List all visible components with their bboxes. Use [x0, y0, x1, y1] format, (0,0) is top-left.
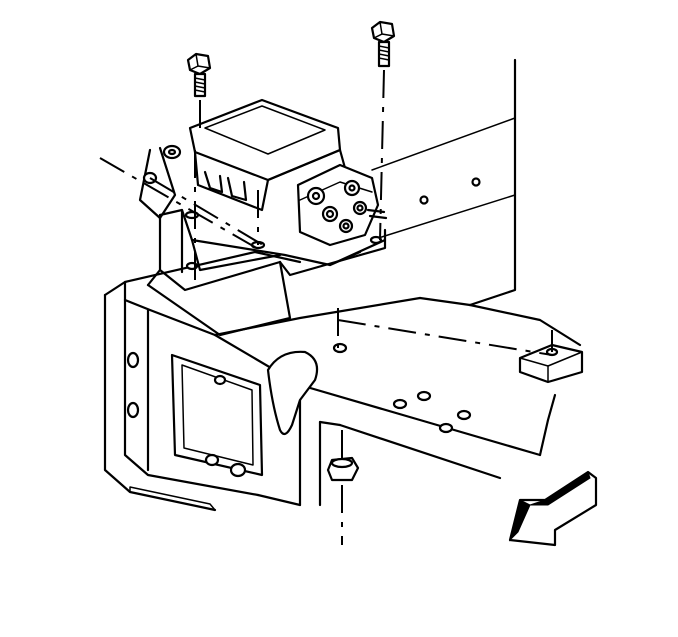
lower-nut: [328, 430, 358, 545]
centerlines: [100, 158, 268, 250]
body-panel: [372, 60, 515, 305]
mounting-bolt-right: [372, 22, 394, 240]
direction-arrow: [510, 472, 596, 545]
mounting-bolt-left: [188, 54, 210, 280]
isolator-grommet: [140, 146, 180, 218]
mounting-bracket: [148, 210, 385, 335]
isolator-block: [338, 308, 582, 382]
frame-gusset: [268, 352, 317, 434]
modulator-valve-assembly: [190, 100, 386, 245]
